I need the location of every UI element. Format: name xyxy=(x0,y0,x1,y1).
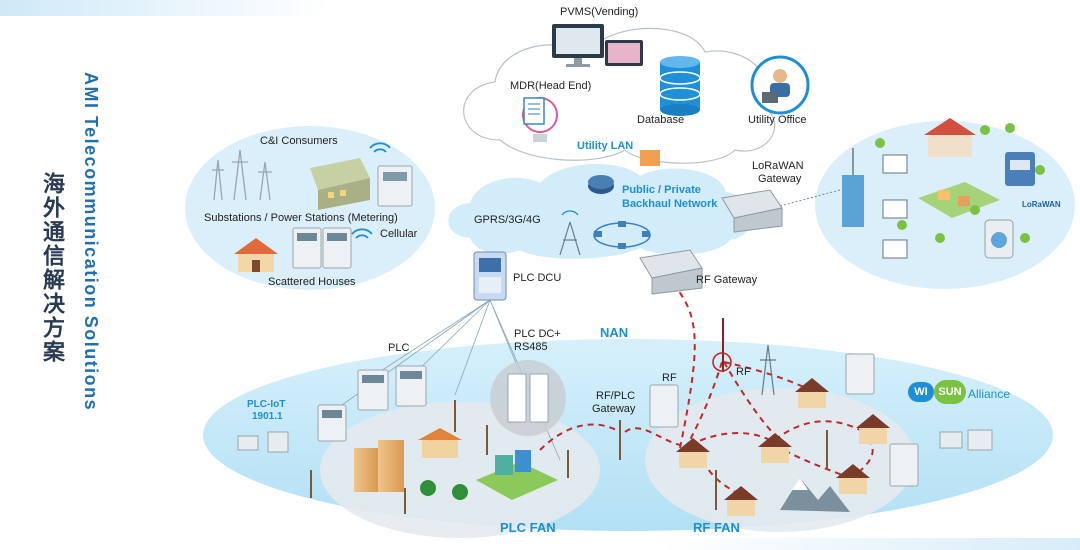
pvms-computer-icon xyxy=(552,24,643,67)
house-icon xyxy=(234,238,278,272)
cellular-label: Cellular xyxy=(380,228,418,240)
wisun-sun: SUN xyxy=(934,380,966,404)
backhaul-label-line2: Backhaul Network xyxy=(622,198,718,210)
lorawan-gateway-label-line1: LoRaWAN xyxy=(752,160,804,172)
lorawan-gateway-icon xyxy=(721,189,783,233)
substations-label: Substations / Power Stations (Metering) xyxy=(204,212,398,224)
lorawan-gateway-label-line2: Gateway xyxy=(758,173,802,185)
nan-label: NAN xyxy=(600,325,629,340)
top-left-wave xyxy=(0,0,330,16)
database-label: Database xyxy=(637,114,685,126)
plc-meter-icons xyxy=(317,365,427,442)
cell-tower-icon xyxy=(559,210,581,256)
lora-street-icons xyxy=(882,154,908,259)
plc-dc-label-line2: RS485 xyxy=(514,341,548,353)
rf-meter-label: RF xyxy=(662,372,677,384)
gprs-label: GPRS/3G/4G xyxy=(474,214,541,226)
plc-fan-region xyxy=(320,402,600,538)
apartment-buildings-icon xyxy=(354,440,404,492)
plc-iot-device-icons xyxy=(237,431,289,453)
rf-gateway-label: RF Gateway xyxy=(696,274,758,286)
lora-house-icon xyxy=(924,118,976,157)
rf-pylon-icon xyxy=(760,344,776,396)
utility-lan-label: Utility LAN xyxy=(577,140,634,152)
plc-dcu-label: PLC DCU xyxy=(513,272,562,284)
rf-fan-label: RF FAN xyxy=(693,520,740,535)
poles xyxy=(310,400,621,514)
rf-antenna-tower-icon xyxy=(712,318,732,372)
wisun-wi: WI xyxy=(908,382,934,402)
pvms-label: PVMS(Vending) xyxy=(560,6,639,18)
wifi-signal-icons xyxy=(351,142,391,239)
pylon-icons xyxy=(212,149,272,201)
ring-network-icon xyxy=(593,221,651,249)
backhaul-router-icon xyxy=(588,175,614,194)
tree-icons xyxy=(420,480,468,500)
lora-water-meter-icon xyxy=(984,219,1014,259)
plc-fan-label: PLC FAN xyxy=(500,520,556,535)
backhaul-label-line1: Public / Private xyxy=(622,184,701,196)
database-icon xyxy=(659,56,701,116)
rf-plc-gateway-label-line1: RF/PLC xyxy=(596,390,636,402)
plc-iot-label-line2: 1901.1 xyxy=(252,411,283,422)
green-campus-icon xyxy=(476,450,558,500)
lora-gas-meter-icon xyxy=(1005,152,1035,186)
scattered-meter-icons xyxy=(292,227,352,269)
rf-tower-label: RF xyxy=(736,366,751,378)
backhaul-cloud xyxy=(448,163,753,259)
plc-dcu-icon xyxy=(473,251,507,301)
rf-house-icons xyxy=(676,378,890,516)
mountain-icon xyxy=(780,478,850,512)
switch-icon xyxy=(640,150,660,166)
rf-meter-icons xyxy=(649,353,993,487)
bottom-right-wave xyxy=(660,538,1080,550)
lorawan-badge: LoRaWAN xyxy=(1022,200,1061,209)
utility-office-icon xyxy=(750,55,810,115)
scattered-houses-label: Scattered Houses xyxy=(268,276,356,288)
title-chinese: 海外通信解决方案 xyxy=(40,172,65,364)
wisun-logo: WI SUN Alliance xyxy=(908,378,1028,412)
title-english: AMI Telecommunication Solutions xyxy=(81,72,101,412)
mdr-label: MDR(Head End) xyxy=(510,80,592,92)
ci-consumers-label: C&I Consumers xyxy=(260,135,338,147)
lora-green-signal-icons xyxy=(875,123,1045,243)
wisun-alliance: Alliance xyxy=(968,387,1011,401)
utility-office-label: Utility Office xyxy=(748,114,807,126)
mdr-server-icon xyxy=(522,97,558,142)
ci-meter-icon xyxy=(377,165,413,207)
lora-campus-icon xyxy=(918,182,1000,218)
rf-mesh-links xyxy=(539,289,874,493)
rf-poles xyxy=(715,430,828,510)
factory-building-icon xyxy=(310,158,370,210)
plc-dc-label-line1: PLC DC+ xyxy=(514,328,561,340)
rf-gateway-icon xyxy=(639,249,703,295)
tower-building-icon xyxy=(842,148,864,227)
plc-dc-cabinet-icon xyxy=(490,360,566,436)
rf-plc-gateway-label-line2: Gateway xyxy=(592,403,636,415)
plc-iot-label-line1: PLC-IoT xyxy=(247,399,286,410)
plc-house-icon xyxy=(418,428,462,458)
plc-label: PLC xyxy=(388,342,410,354)
